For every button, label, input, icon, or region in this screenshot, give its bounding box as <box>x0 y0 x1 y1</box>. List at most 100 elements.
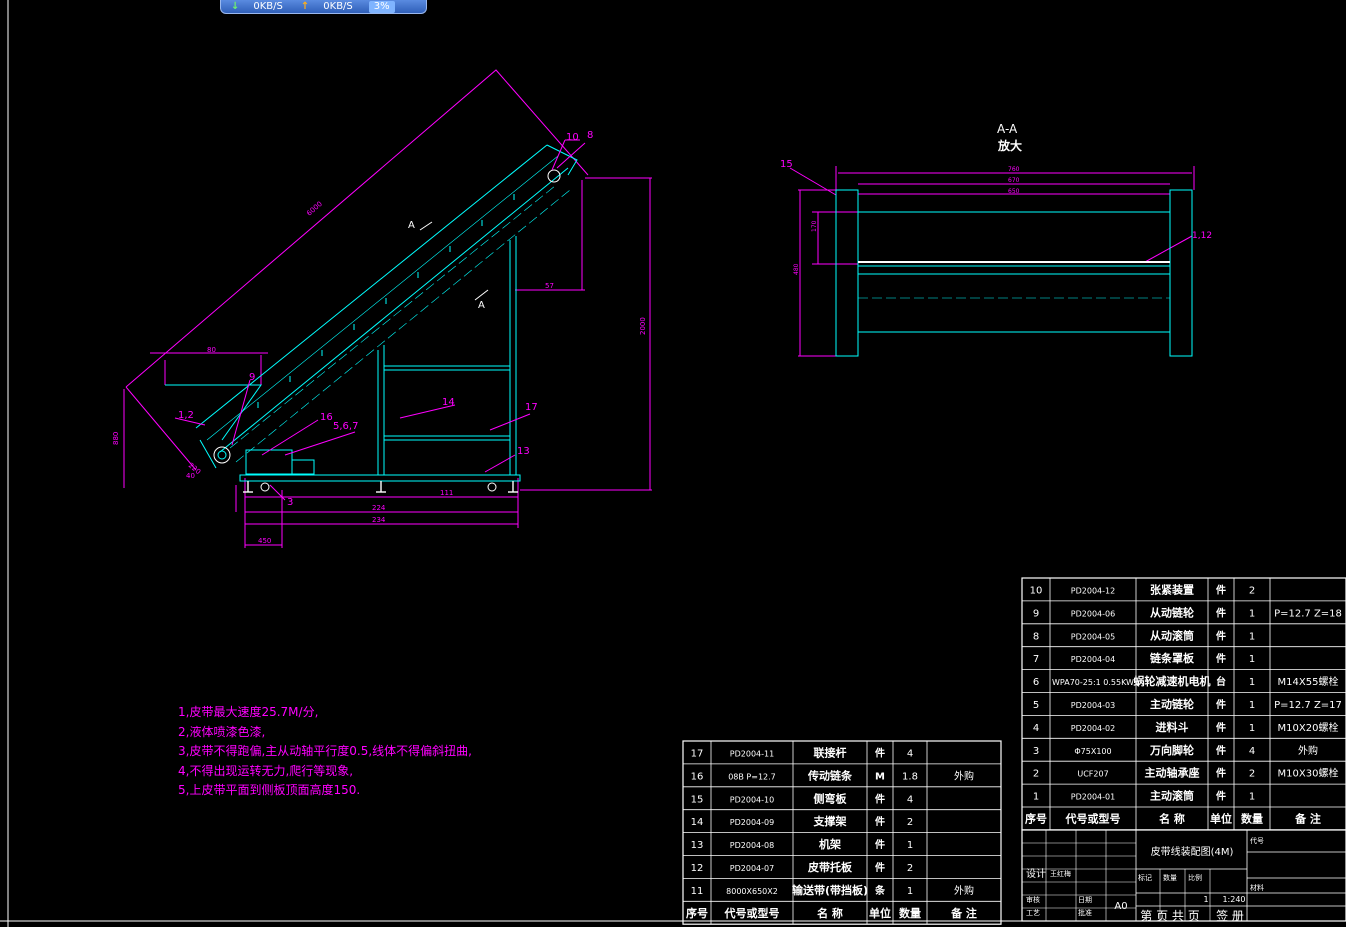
label-qty: 数量 <box>1163 873 1177 882</box>
dim-hopper: 80 <box>207 346 216 354</box>
bom-cell: 1 <box>1249 792 1255 803</box>
bom-header-cell: 单位 <box>1210 811 1232 825</box>
bom-cell: 9 <box>1033 608 1039 619</box>
bom-cell: 从动链轮 <box>1150 605 1194 619</box>
callout-10: 10 <box>566 132 579 143</box>
bom-cell: 3 <box>1033 746 1039 757</box>
bom-header-cell: 单位 <box>869 906 891 920</box>
section-title: A-A <box>997 122 1018 136</box>
bom-cell: 件 <box>1216 629 1226 642</box>
note-2: 2,液体喷漆色漆, <box>178 724 266 739</box>
bom-cell: 12 <box>691 863 704 874</box>
bom-cell: 7 <box>1033 654 1039 665</box>
bom-cell: 1 <box>907 840 913 851</box>
bom-cell: 2 <box>1033 769 1039 780</box>
bom-cell: 4 <box>1033 723 1039 734</box>
bom-cell: 1 <box>1249 631 1255 642</box>
main-view-labels: 10 8 9 1,2 16 5,6,7 14 17 13 3 6000 80 5… <box>112 130 647 545</box>
bom-header-cell: 备 注 <box>1294 811 1321 825</box>
title-block: 皮带线装配图(4M)A01:2401第 页 共 页签 册设计审核工艺批准日期标记… <box>1021 829 1346 923</box>
bom-cell: P=12.7 Z=17 <box>1274 700 1342 711</box>
bom-cell: 主动滚筒 <box>1150 789 1194 803</box>
count-value: 1 <box>1203 895 1208 904</box>
designer-name: 王红梅 <box>1050 869 1071 878</box>
dim-h1: 880 <box>112 432 120 445</box>
bom-cell: 机架 <box>819 837 841 851</box>
bom-cell: 台 <box>1216 675 1226 688</box>
bom-cell: 10 <box>1030 585 1043 596</box>
upload-arrow-icon: ↑ <box>300 0 310 12</box>
bom-cell: 件 <box>875 815 885 828</box>
bom-cell: 件 <box>1216 767 1226 780</box>
bom-cell: 08B P=12.7 <box>728 772 776 781</box>
bom-cell: PD2004-11 <box>730 749 774 758</box>
note-4: 4,不得出现运转无力,爬行等现象, <box>178 763 354 778</box>
bom-cell: 11 <box>691 886 704 897</box>
bom-cell: 2 <box>1249 585 1255 596</box>
section-callout-1-12: 1,12 <box>1192 231 1212 241</box>
bom-header-cell: 名 称 <box>1159 811 1185 825</box>
section-subtitle: 放大 <box>997 138 1022 153</box>
bom-header-cell: 数量 <box>899 906 921 920</box>
bom-cell: 4 <box>907 748 913 759</box>
bom-cell: 蜗轮减速机电机 <box>1134 674 1211 688</box>
bom-header-cell: 序号 <box>686 906 708 920</box>
callout-17: 17 <box>525 402 538 413</box>
bom-cell: 外购 <box>954 884 974 897</box>
callout-1-2: 1,2 <box>178 410 194 421</box>
bom-cell: 外购 <box>954 769 974 782</box>
bom-header-cell: 备 注 <box>950 906 977 920</box>
label-ratio: 比例 <box>1188 873 1202 882</box>
bom-cell: 万向脚轮 <box>1149 743 1194 757</box>
label-code: 代号 <box>1250 836 1264 845</box>
bom-cell: 条 <box>874 884 886 897</box>
bom-cell: 件 <box>875 861 885 874</box>
callout-16: 16 <box>320 412 333 423</box>
section-dim-v2: 480 <box>793 263 800 275</box>
bom-cell: P=12.7 Z=18 <box>1274 608 1342 619</box>
dim-b1: 111 <box>440 489 453 497</box>
upload-speed: 0KB/S <box>323 0 353 12</box>
label-date: 日期 <box>1078 896 1092 904</box>
bom-cell: 件 <box>1216 744 1226 757</box>
bom-cell: 16 <box>691 771 704 782</box>
bom-cell: 张紧装置 <box>1150 582 1194 596</box>
dim-side: 57 <box>545 282 554 290</box>
bom-cell: 件 <box>875 746 885 759</box>
callout-8: 8 <box>587 130 593 141</box>
bom-cell: PD2004-08 <box>730 841 774 850</box>
bom-cell: 15 <box>691 794 704 805</box>
bom-cell: 进料斗 <box>1156 720 1189 734</box>
bom-cell: 4 <box>1249 746 1255 757</box>
dim-b5: 40 <box>186 472 195 480</box>
callout-3: 3 <box>287 497 293 508</box>
bom-cell: 8000X650X2 <box>726 887 778 896</box>
bom-cell: 件 <box>1216 721 1226 734</box>
bom-cell: 传动链条 <box>807 768 853 782</box>
label-process: 工艺 <box>1026 909 1040 917</box>
bom-header-cell: 序号 <box>1025 811 1047 825</box>
bom-cell: UCF207 <box>1077 770 1108 779</box>
network-speed-toolbar[interactable]: ↓ 0KB/S ↑ 0KB/S 3% <box>220 0 427 14</box>
callout-14: 14 <box>442 397 455 408</box>
bom-cell: 侧弯板 <box>814 791 848 805</box>
drawing-title: 皮带线装配图(4M) <box>1151 845 1234 858</box>
section-mark-bottom: A <box>478 300 485 311</box>
bom-cell: 13 <box>691 840 704 851</box>
bom-cell: 件 <box>1216 583 1226 596</box>
bom-cell: 输送带(带挡板) <box>792 883 868 897</box>
section-callout-15: 15 <box>780 159 793 170</box>
download-speed: 0KB/S <box>253 0 283 12</box>
bom-cell: 从动滚筒 <box>1150 628 1194 642</box>
cpu-percent-badge: 3% <box>368 0 395 13</box>
bom-cell: 1 <box>1249 654 1255 665</box>
bom-cell: PD2004-10 <box>730 795 774 804</box>
bom-header-cell: 代号或型号 <box>1065 811 1121 825</box>
note-1: 1,皮带最大速度25.7M/分, <box>178 705 319 719</box>
sheet-number-row: 第 页 共 页 <box>1140 909 1199 923</box>
bom-cell: 件 <box>1216 698 1226 711</box>
bom-cell: 14 <box>691 817 704 828</box>
registration-label: 签 册 <box>1216 908 1244 923</box>
